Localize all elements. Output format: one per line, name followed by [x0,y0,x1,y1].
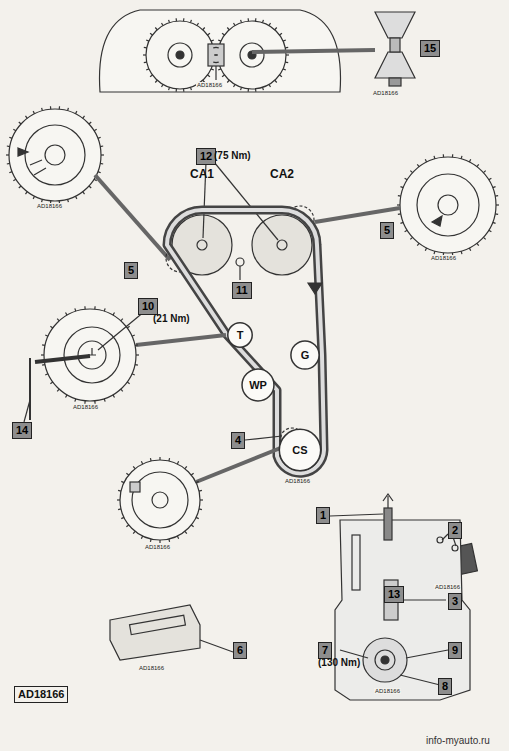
cam-pulley: CA2 [252,167,312,275]
callout-number: 9 [448,642,462,659]
figure-code: AD18166 [372,90,399,96]
cam-sprocket [218,21,286,89]
pulley-label: CA2 [252,167,312,181]
callout-number: 14 [12,422,32,439]
pulley-circle: CS [278,428,322,472]
figure-code: AD18166 [14,686,68,703]
callout-number: 4 [231,432,245,449]
figure-code: AD18166 [434,584,461,590]
callout-number: 6 [233,642,247,659]
torque-value: (75 Nm) [214,151,251,161]
figure-code: AD18166 [284,478,311,484]
pulley-label: CA1 [172,167,232,181]
callout-number: 5 [380,222,394,239]
callout-number: 5 [124,262,138,279]
figure-code: AD18166 [138,665,165,671]
pulley-label: G [301,349,310,361]
callout-number: 15 [420,40,440,57]
callout-number: 11 [232,282,252,299]
figure-code: AD18166 [144,544,171,550]
pulley-label: T [237,329,244,341]
torque-value: (130 Nm) [318,658,360,668]
figure-code: AD18166 [196,82,223,88]
pulley-label: WP [249,379,267,391]
figure-code: AD18166 [430,255,457,261]
callout-number: 2 [448,522,462,539]
callout-number: 12 [196,148,216,165]
cam-pulley: CA1 [172,167,232,275]
sprocket-zoom [9,109,101,201]
pulley-circle: WP [241,368,275,402]
rotation-arrow [308,283,322,294]
callout-number: 8 [438,678,452,695]
callout-number: 13 [384,586,404,603]
tensioner-zoom [44,309,136,401]
tool-6 [110,605,200,660]
callout-number: 3 [448,593,462,610]
timing-belt [167,210,324,473]
callout-number: 7 [318,642,332,659]
figure-code: AD18166 [36,203,63,209]
sprocket-zoom [400,157,496,253]
figure-code: AD18166 [374,688,401,694]
figure-code: AD18166 [72,404,99,410]
pulley-circle: G [290,340,320,370]
callout-number: 10 [138,298,158,315]
pulley-circle: T [227,322,253,348]
crank-zoom [120,460,200,540]
watermark: info-myauto.ru [426,736,490,746]
callout-number: 1 [316,507,330,524]
torque-value: (21 Nm) [153,314,190,324]
pulley-label: CS [292,444,307,456]
engine-block [335,520,470,700]
cam-sprocket [146,21,214,89]
